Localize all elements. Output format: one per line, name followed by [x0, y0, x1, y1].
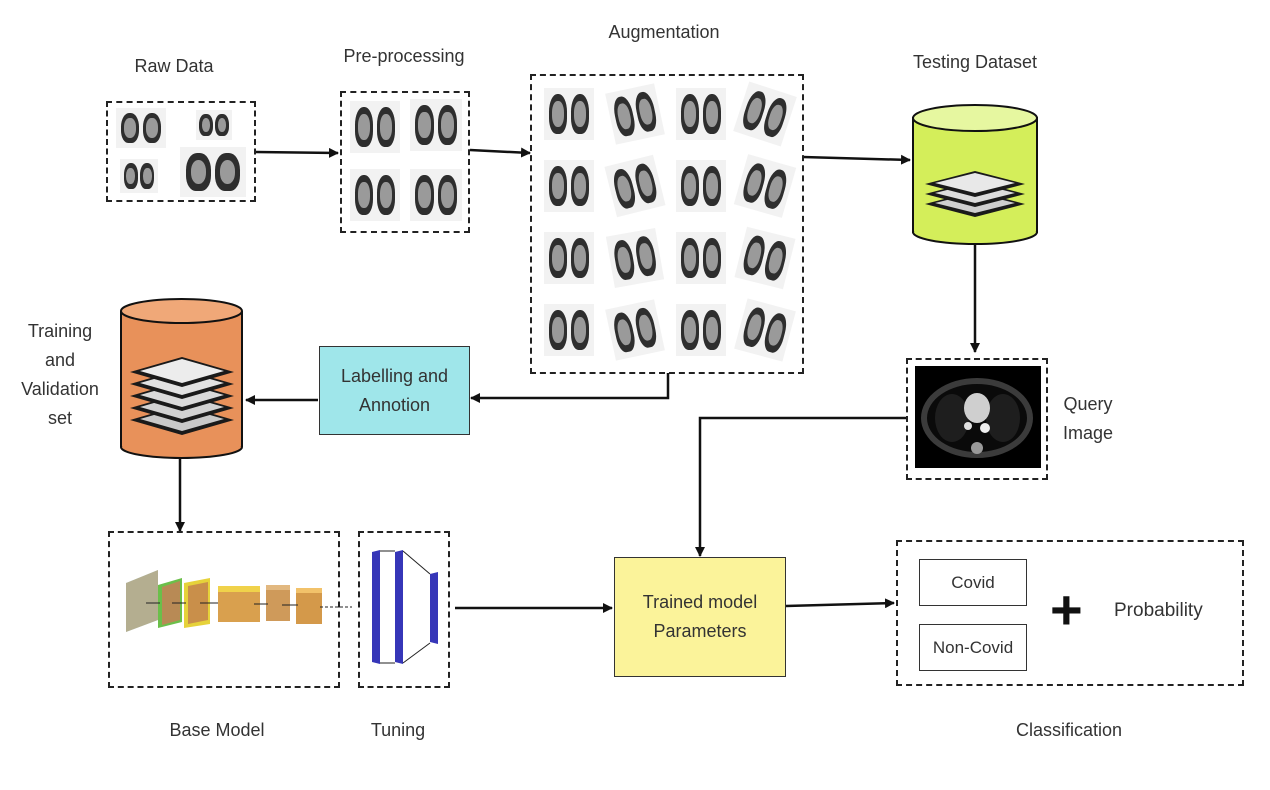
augmentation-label: Augmentation	[608, 22, 720, 42]
ct-scan	[604, 154, 666, 218]
ct-scan	[410, 169, 462, 221]
ct-scan	[120, 159, 158, 193]
trained-model-line-1: Trained model	[642, 592, 758, 612]
pre-processing-label: Pre-processing	[343, 46, 465, 66]
ct-scan	[180, 147, 246, 197]
probability-label: Probability	[1114, 600, 1203, 621]
arrow-query-to-trained-model	[695, 416, 906, 557]
tuning-layers	[372, 550, 438, 664]
training-dataset-cylinder	[120, 298, 243, 459]
ct-scan	[733, 81, 797, 147]
trained-model-box: Trained model Parameters	[614, 557, 786, 677]
testing-dataset-cylinder	[912, 104, 1038, 245]
ct-scan	[605, 228, 665, 288]
trained-model-line-2: Parameters	[653, 621, 747, 641]
base-model-label: Base Model	[169, 720, 265, 740]
query-image-line-1: Query	[1063, 394, 1113, 414]
arrow-trained-model-to-classification	[785, 598, 895, 609]
training-set-line-1: Training	[27, 321, 93, 341]
ct-scan	[350, 169, 400, 221]
ct-scan	[734, 298, 796, 362]
ct-scan	[676, 304, 726, 356]
tuning-box	[358, 531, 450, 688]
query-ct-image	[915, 366, 1041, 468]
plus-icon: +	[1050, 578, 1083, 641]
augmentation-box	[530, 74, 804, 374]
ct-scan	[676, 232, 726, 284]
training-set-line-2: and	[44, 350, 76, 370]
non-covid-class-box: Non-Covid	[919, 624, 1027, 671]
query-image-line-2: Image	[1062, 423, 1114, 443]
labelling-annotation-box: Labelling and Annotion	[319, 346, 470, 435]
ct-scan	[605, 299, 665, 361]
ct-scan	[116, 108, 166, 148]
ct-scan	[544, 304, 594, 356]
ct-scan	[605, 83, 665, 145]
training-slice-stack	[130, 357, 234, 435]
arrow-augmentation-to-labelling	[470, 373, 670, 403]
training-set-line-3: Validation	[21, 379, 99, 399]
arrow-preprocessing-to-augmentation	[469, 147, 531, 158]
query-image-label: Query Image	[1058, 390, 1118, 448]
arrow-raw-to-preprocessing	[255, 147, 339, 158]
testing-slice-stack	[925, 171, 1025, 217]
ct-scan	[733, 154, 797, 218]
tuning-label: Tuning	[370, 720, 426, 740]
pre-processing-box	[340, 91, 470, 233]
labelling-line-1: Labelling and	[340, 365, 449, 386]
base-model-box	[108, 531, 340, 688]
training-set-label: Training and Validation set	[10, 317, 110, 433]
base-model-blocks	[126, 570, 352, 632]
testing-dataset-label: Testing Dataset	[912, 52, 1038, 72]
labelling-line-2: Annotion	[358, 394, 431, 415]
raw-data-box	[106, 101, 256, 202]
classification-label: Classification	[1015, 720, 1123, 740]
classification-box: Covid Non-Covid + Probability	[896, 540, 1244, 686]
ct-scan	[676, 160, 726, 212]
arrow-augmentation-to-testing	[802, 154, 911, 165]
ct-scan	[544, 160, 594, 212]
ct-scan	[544, 88, 594, 140]
ct-scan	[544, 232, 594, 284]
ct-scan	[350, 101, 400, 153]
ct-scan	[676, 88, 726, 140]
ct-scan	[196, 110, 232, 140]
covid-class-box: Covid	[919, 559, 1027, 606]
training-set-line-4: set	[47, 408, 72, 428]
ct-scan	[734, 226, 796, 290]
query-image-frame	[906, 358, 1048, 480]
raw-data-label: Raw Data	[134, 56, 214, 76]
ct-scan	[410, 99, 462, 151]
